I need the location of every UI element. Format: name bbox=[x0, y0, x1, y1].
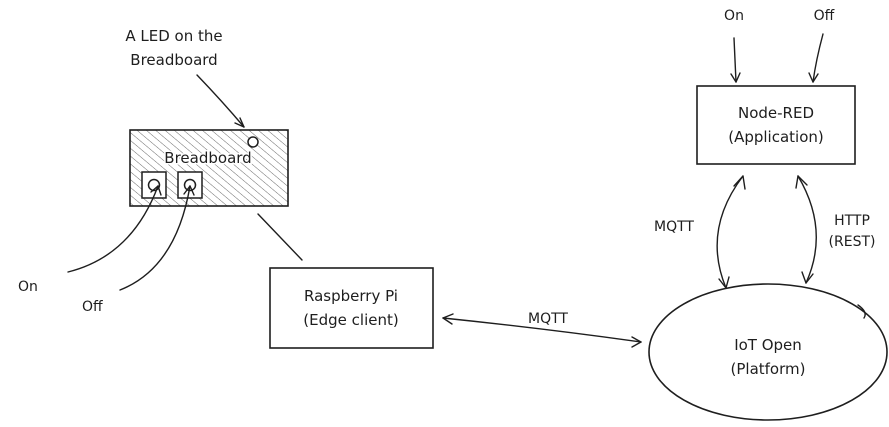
top-off-label: Off bbox=[814, 8, 835, 24]
raspberry-pi-line2: (Edge client) bbox=[303, 311, 398, 329]
led-note-arrow bbox=[196, 74, 245, 128]
node-red-line2: (Application) bbox=[728, 128, 824, 146]
nodered-iot-mqtt-label: MQTT bbox=[654, 219, 694, 235]
off-button-icon bbox=[177, 171, 203, 199]
iot-open-line1: IoT Open bbox=[734, 336, 802, 354]
raspberry-pi-box: Raspberry Pi (Edge client) bbox=[269, 267, 434, 349]
top-on-arrow bbox=[730, 37, 741, 83]
iot-open-node: IoT Open (Platform) bbox=[648, 283, 888, 421]
left-off-arrow bbox=[119, 185, 195, 291]
top-on-label: On bbox=[724, 8, 744, 24]
breadboard-pi-connector bbox=[257, 213, 303, 261]
left-off-label: Off bbox=[82, 299, 103, 315]
pi-iot-mqtt-label: MQTT bbox=[528, 311, 568, 327]
raspberry-pi-line1: Raspberry Pi bbox=[304, 287, 398, 305]
left-on-label: On bbox=[18, 279, 38, 295]
node-red-line1: Node-RED bbox=[738, 104, 814, 122]
iot-open-line2: (Platform) bbox=[731, 360, 806, 378]
breadboard-label: Breadboard bbox=[164, 149, 251, 167]
nodered-iot-mqtt-arrow bbox=[716, 175, 746, 289]
left-on-arrow bbox=[67, 185, 162, 273]
nodered-iot-http-arrow bbox=[795, 175, 817, 284]
node-red-box: Node-RED (Application) bbox=[696, 85, 856, 165]
breadboard: Breadboard bbox=[129, 129, 289, 207]
led-note-line1: A LED on the bbox=[125, 27, 222, 45]
top-off-arrow bbox=[808, 33, 824, 83]
led-icon bbox=[247, 136, 259, 148]
on-button-icon bbox=[141, 171, 167, 199]
led-note-line2: Breadboard bbox=[130, 51, 217, 69]
http-label-line1: HTTP bbox=[834, 213, 870, 229]
http-label-line2: (REST) bbox=[829, 234, 876, 250]
pi-iot-mqtt-arrow bbox=[442, 313, 642, 348]
